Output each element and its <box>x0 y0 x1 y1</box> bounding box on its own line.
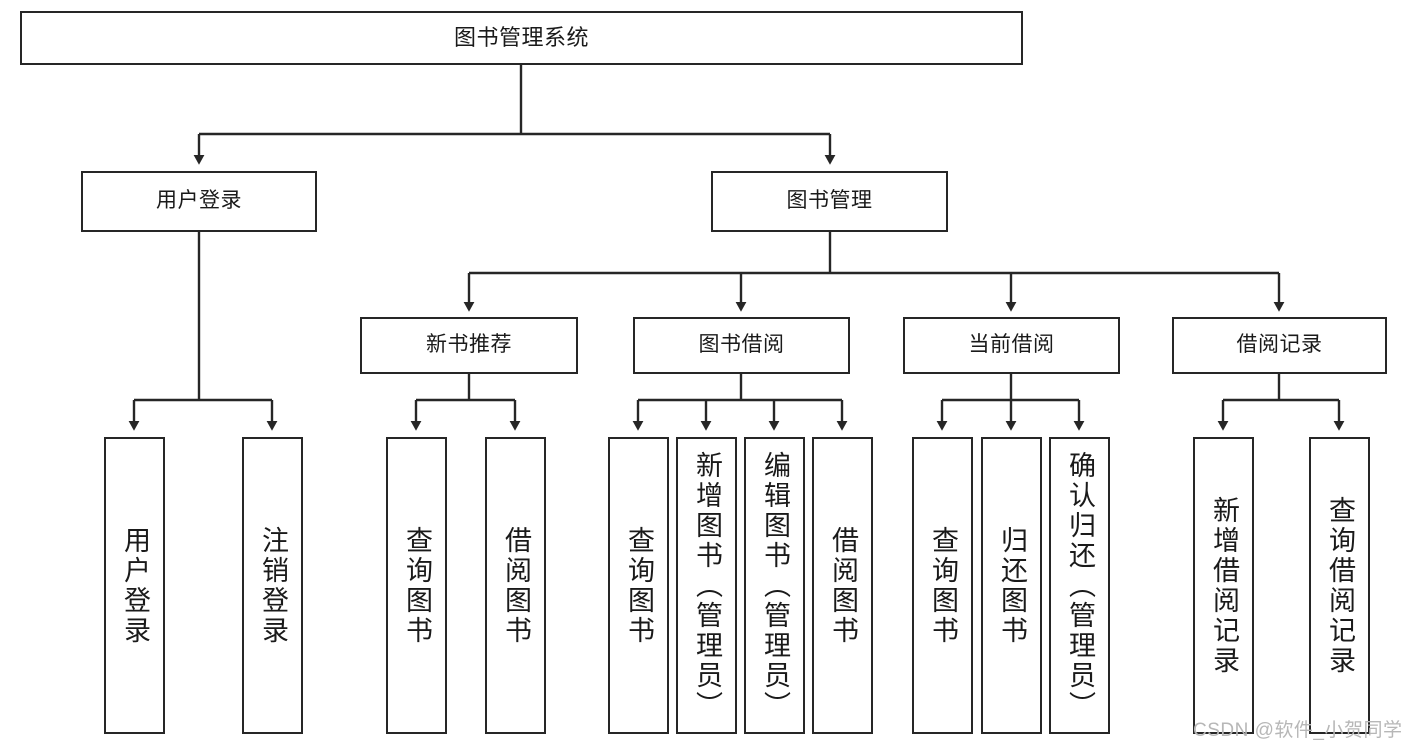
node-label: 查询图书 <box>624 525 654 646</box>
leaf-book-borrow-query-book[interactable]: 查询图书 <box>608 437 669 734</box>
leaf-current-borrow-return-book[interactable]: 归还图书 <box>981 437 1042 734</box>
leaf-book-borrow-add-book-admin[interactable]: 新增图书（管理员） <box>676 437 737 734</box>
leaf-borrow-record-add-record[interactable]: 新增借阅记录 <box>1193 437 1254 734</box>
node-label: 借阅图书 <box>828 525 858 646</box>
node-borrow-record[interactable]: 借阅记录 <box>1172 317 1387 374</box>
node-book-management[interactable]: 图书管理 <box>711 171 948 232</box>
node-book-borrow[interactable]: 图书借阅 <box>633 317 850 374</box>
leaf-borrow-record-query-record[interactable]: 查询借阅记录 <box>1309 437 1370 734</box>
node-label: 借阅记录 <box>1236 333 1323 357</box>
watermark-text: CSDN @软件_小贺同学 <box>1193 720 1403 741</box>
leaf-book-borrow-edit-book-admin[interactable]: 编辑图书（管理员） <box>744 437 805 734</box>
node-label: 查询借阅记录 <box>1325 495 1355 676</box>
node-label: 确认归还（管理员） <box>1065 450 1095 721</box>
leaf-new-book-borrow-book[interactable]: 借阅图书 <box>485 437 546 734</box>
node-label: 用户登录 <box>120 525 150 646</box>
leaf-current-borrow-confirm-return-admin[interactable]: 确认归还（管理员） <box>1049 437 1110 734</box>
node-label: 编辑图书（管理员） <box>760 450 790 721</box>
node-label: 用户登录 <box>156 189 242 213</box>
node-current-borrow[interactable]: 当前借阅 <box>903 317 1120 374</box>
node-label: 查询图书 <box>402 525 432 646</box>
node-label: 注销登录 <box>258 525 288 646</box>
node-label: 图书借阅 <box>698 333 785 357</box>
node-user-login[interactable]: 用户登录 <box>81 171 317 232</box>
leaf-user-login-login[interactable]: 用户登录 <box>104 437 165 734</box>
leaf-book-borrow-borrow-book[interactable]: 借阅图书 <box>812 437 873 734</box>
node-label: 查询图书 <box>928 525 958 646</box>
node-root-book-management-system[interactable]: 图书管理系统 <box>20 11 1023 65</box>
node-label: 归还图书 <box>997 525 1027 646</box>
node-label: 图书管理 <box>786 189 873 213</box>
node-label: 新增借阅记录 <box>1209 495 1239 676</box>
node-new-book-recommend[interactable]: 新书推荐 <box>360 317 578 374</box>
node-label: 借阅图书 <box>501 525 531 646</box>
node-label: 新书推荐 <box>426 333 512 357</box>
node-label: 当前借阅 <box>968 333 1055 357</box>
leaf-current-borrow-query-book[interactable]: 查询图书 <box>912 437 973 734</box>
leaf-new-book-query-book[interactable]: 查询图书 <box>386 437 447 734</box>
leaf-user-login-logout[interactable]: 注销登录 <box>242 437 303 734</box>
node-label: 新增图书（管理员） <box>692 450 722 721</box>
node-label: 图书管理系统 <box>453 25 589 51</box>
